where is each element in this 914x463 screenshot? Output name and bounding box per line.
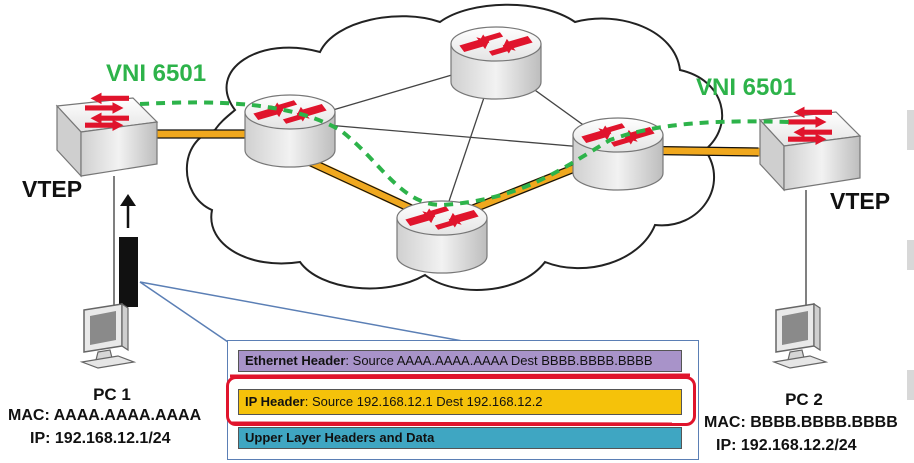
pc2-name: PC 2 bbox=[785, 390, 823, 409]
pc1-name: PC 1 bbox=[93, 385, 131, 404]
router-right bbox=[573, 118, 663, 190]
pc1-ip: IP: 192.168.12.1/24 bbox=[30, 430, 171, 447]
router-bottom bbox=[397, 201, 487, 273]
ip-header-title: IP Header bbox=[245, 394, 305, 409]
ethernet-header-row: Ethernet Header: Source AAAA.AAAA.AAAA D… bbox=[238, 350, 682, 372]
pc2-mac: MAC: BBBB.BBBB.BBBB bbox=[704, 414, 898, 431]
right-edge-strip bbox=[907, 370, 914, 400]
vni-label-right: VNI 6501 bbox=[696, 74, 797, 101]
pc1-icon bbox=[81, 303, 135, 369]
callout-lines bbox=[139, 281, 469, 343]
underlay-cloud bbox=[185, 3, 724, 291]
vtep-label-left: VTEP bbox=[22, 176, 83, 202]
pc2-icon bbox=[773, 303, 827, 369]
ethernet-header-detail: : Source AAAA.AAAA.AAAA Dest BBBB.BBBB.B… bbox=[345, 353, 653, 368]
vtep-switch-right bbox=[759, 105, 861, 191]
ip-header-highlight bbox=[226, 376, 696, 426]
ethernet-header-title: Ethernet Header bbox=[245, 353, 346, 368]
packet-icon bbox=[119, 237, 138, 307]
right-edge-strip bbox=[907, 110, 914, 150]
pc1-mac: MAC: AAAA.AAAA.AAAA bbox=[8, 407, 202, 424]
vni-label-left: VNI 6501 bbox=[106, 60, 207, 87]
right-edge-strip bbox=[907, 240, 914, 270]
upper-layer-row: Upper Layer Headers and Data bbox=[238, 427, 682, 449]
router-top bbox=[451, 27, 541, 99]
pc2-ip: IP: 192.168.12.2/24 bbox=[716, 437, 857, 454]
upward-arrow bbox=[120, 194, 136, 228]
ip-header-row: IP Header: Source 192.168.12.1 Dest 192.… bbox=[238, 389, 682, 415]
vtep-label-right: VTEP bbox=[830, 188, 891, 214]
upper-layer-title: Upper Layer Headers and Data bbox=[245, 430, 435, 445]
ip-header-detail: : Source 192.168.12.1 Dest 192.168.12.2 bbox=[304, 394, 543, 409]
